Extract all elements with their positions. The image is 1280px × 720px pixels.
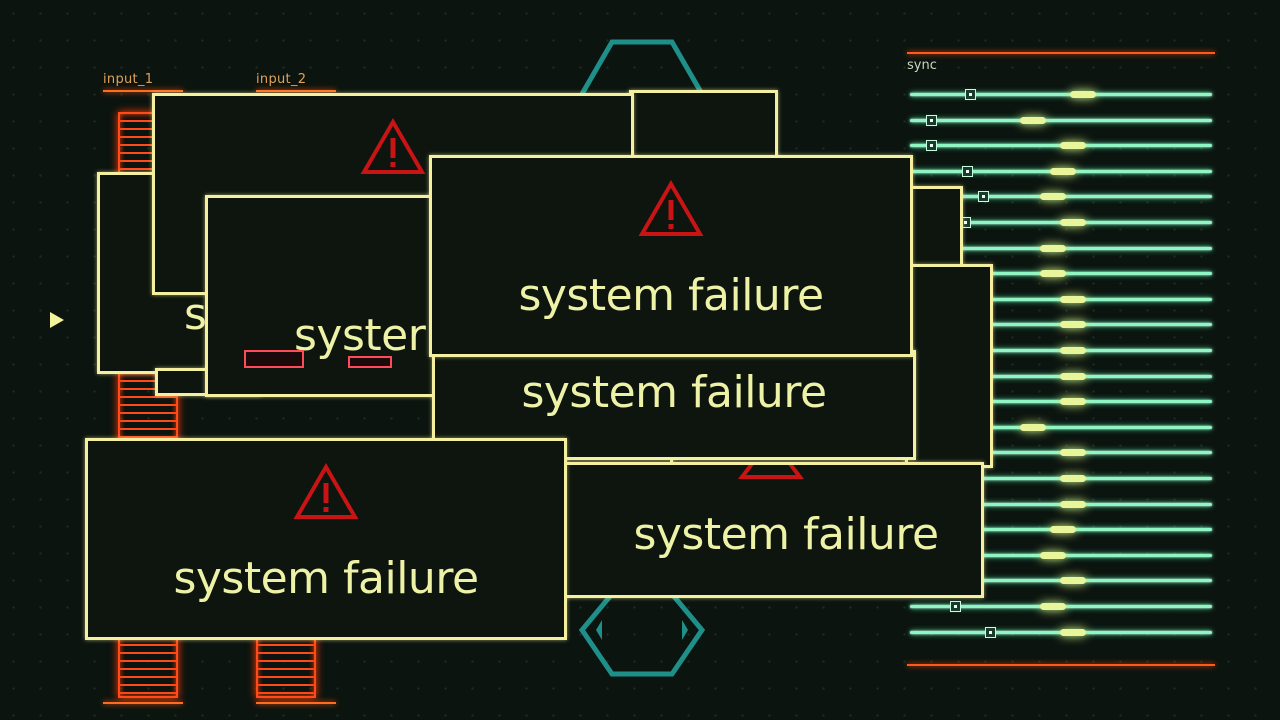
input-2-label: input_2	[256, 72, 307, 87]
glitch-bar	[348, 356, 392, 368]
warning-triangle-icon	[360, 118, 426, 174]
sync-pulse	[1060, 321, 1086, 329]
sync-top-bar	[907, 52, 1215, 54]
sync-wire	[910, 475, 1212, 482]
sync-node-icon[interactable]	[985, 626, 996, 638]
dialog-message-fragment: s	[184, 289, 207, 340]
input-2-line	[256, 90, 336, 92]
warning-triangle-icon	[293, 463, 359, 519]
sync-wire	[910, 321, 1212, 329]
sync-wire	[910, 449, 1212, 457]
sync-pulse	[1060, 449, 1086, 457]
sync-pulse	[1050, 526, 1076, 534]
sync-node-icon[interactable]	[950, 601, 961, 612]
sync-wire	[910, 140, 1212, 152]
sync-node-icon[interactable]	[962, 165, 973, 177]
sync-wire	[910, 577, 1212, 585]
dialog-message: system failure	[173, 553, 479, 604]
sync-pulse	[1040, 551, 1066, 559]
sync-wire	[910, 500, 1212, 508]
sync-wire	[910, 601, 1212, 612]
sync-wire	[910, 295, 1212, 303]
sync-wire	[910, 114, 1212, 126]
sync-wire	[910, 191, 1212, 203]
sync-pulse	[1050, 167, 1076, 175]
sync-wire	[910, 165, 1212, 177]
input-1-line	[103, 90, 183, 92]
sync-pulse	[1060, 219, 1086, 226]
sync-wire	[910, 270, 1212, 278]
sync-bottom-bar	[907, 664, 1215, 666]
sync-wire	[910, 372, 1212, 380]
sync-wire	[910, 626, 1212, 638]
dialog-message-fragment: syster	[294, 310, 426, 361]
input-1-label: input_1	[103, 72, 154, 87]
sync-wire	[910, 89, 1212, 100]
failure-dialog-front: system failure	[429, 155, 913, 357]
dialog-message: system failure	[521, 367, 827, 418]
sync-pulse	[1060, 295, 1086, 303]
sync-wire	[910, 423, 1212, 431]
failure-dialog-5: system failure	[558, 462, 984, 598]
sync-pulse	[1020, 116, 1046, 124]
input-1-ladder-bottom	[118, 636, 178, 698]
sync-node-icon[interactable]	[978, 191, 989, 203]
sync-pulse	[1040, 244, 1066, 252]
sync-pulse	[1040, 603, 1066, 610]
sync-node-icon[interactable]	[965, 89, 976, 100]
warning-triangle-icon	[738, 465, 804, 479]
dialog-message: system failure	[518, 270, 824, 321]
play-icon[interactable]	[50, 312, 64, 328]
input-1-base-line	[103, 702, 183, 704]
sync-wire	[910, 244, 1212, 252]
glitch-bar	[244, 350, 304, 368]
dialog-message: system failure	[633, 509, 939, 560]
sync-node-icon[interactable]	[926, 114, 937, 126]
sync-pulse	[1020, 423, 1046, 431]
failure-dialog-right-2	[905, 264, 993, 468]
sync-pulse	[1060, 398, 1086, 406]
sync-pulse	[1060, 142, 1086, 150]
hexagon-bottom-icon	[578, 591, 706, 677]
sync-wire	[910, 347, 1212, 354]
failure-dialog-right-stub	[905, 186, 963, 272]
sync-pulse	[1060, 628, 1086, 636]
sync-wire	[910, 398, 1212, 406]
input-2-base-line	[256, 702, 336, 704]
sync-pulse	[1060, 347, 1086, 354]
sync-pulse	[1060, 372, 1086, 380]
failure-dialog-3: syster	[205, 195, 461, 397]
sync-wire	[910, 526, 1212, 534]
sync-pulse	[1040, 193, 1066, 201]
sync-pulse	[1040, 270, 1066, 278]
sync-wire	[910, 551, 1212, 559]
hexagon-top-icon	[579, 39, 705, 96]
sync-pulse	[1070, 91, 1096, 98]
sync-label: sync	[907, 58, 937, 73]
warning-triangle-icon	[638, 180, 704, 236]
sync-pulse	[1060, 475, 1086, 482]
input-2-ladder-bottom	[256, 636, 316, 698]
sync-pulse	[1060, 577, 1086, 585]
sync-pulse	[1060, 500, 1086, 508]
failure-dialog-bottom: system failure	[85, 438, 567, 640]
sync-node-icon[interactable]	[926, 140, 937, 152]
